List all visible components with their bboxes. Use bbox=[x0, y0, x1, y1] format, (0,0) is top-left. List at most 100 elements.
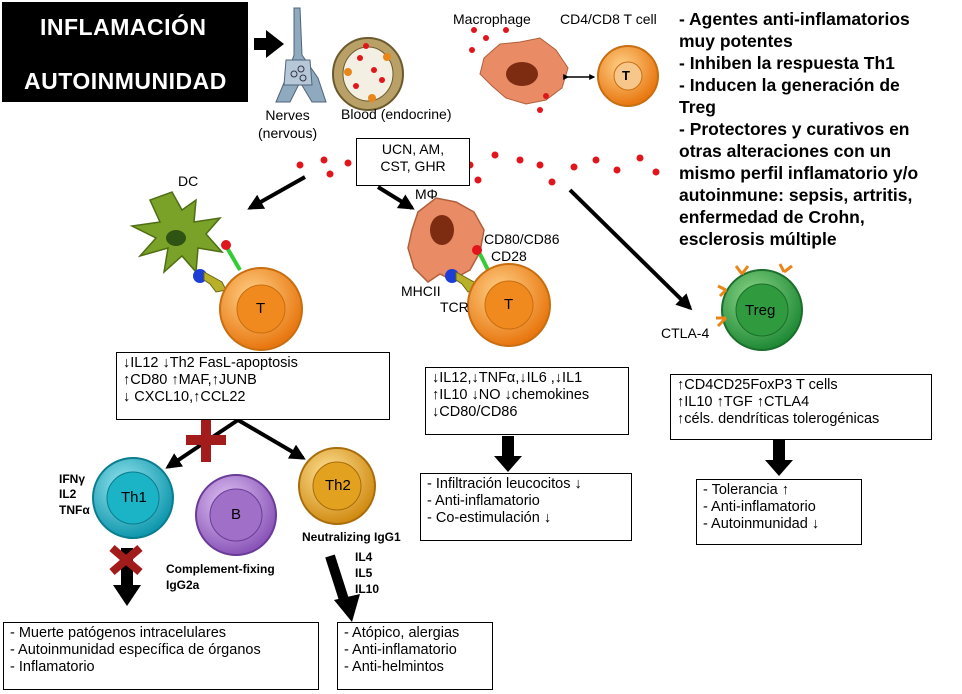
inhibition-cross bbox=[186, 420, 226, 462]
label-treg: Treg bbox=[745, 302, 776, 319]
arrow-mphi-down bbox=[494, 436, 522, 472]
right-summary-line: - Inducen la generación de bbox=[679, 75, 900, 95]
th2-cytokine: IL5 bbox=[355, 566, 373, 580]
right-summary-line: muy potentes bbox=[679, 31, 793, 51]
label-mphi: MΦ bbox=[415, 186, 438, 202]
right-summary-line: - Protectores y curativos en bbox=[679, 119, 910, 139]
t-cell-top-nucleus bbox=[613, 61, 643, 91]
nerve-icon bbox=[275, 7, 327, 103]
title-arrow bbox=[254, 30, 284, 58]
dc-synapse bbox=[193, 240, 242, 293]
mphi-outcome-line: - Infiltración leucocitos ↓ bbox=[427, 476, 582, 492]
label-cd4cd8: CD4/CD8 T cell bbox=[560, 11, 657, 27]
neuropeptide-line-1: UCN, AM, bbox=[381, 141, 445, 157]
right-summary-line: esclerosis múltiple bbox=[679, 229, 837, 249]
b-nucleus bbox=[209, 488, 263, 542]
th2-outcome-line: - Anti-helmintos bbox=[344, 659, 444, 675]
right-summary-line: autoinmune: sepsis, artritis, bbox=[679, 185, 913, 205]
arrow-th2-down-shaft bbox=[325, 554, 351, 608]
label-mhcii: MHCII bbox=[401, 283, 441, 299]
dc-effect-line: ↓ CXCL10,↑CCL22 bbox=[123, 389, 246, 405]
label-t-top: T bbox=[622, 68, 630, 83]
label-b: B bbox=[231, 506, 242, 523]
th1-cytokine: IFNγ bbox=[59, 472, 86, 486]
ctla4-receptors bbox=[716, 263, 793, 328]
mphi-outcome-line: - Anti-inflamatorio bbox=[427, 493, 540, 509]
mphi-effect-line: ↓CD80/CD86 bbox=[432, 404, 518, 420]
treg-effect-line: ↑céls. dendríticas tolerogénicas bbox=[677, 411, 880, 427]
t-cell-dc-nucleus bbox=[236, 284, 286, 334]
th2-outcome-line: - Atópico, alergias bbox=[344, 625, 460, 641]
right-summary-line: otras alteraciones con un bbox=[679, 141, 892, 161]
th1-outcome-line: - Autoinmunidad específica de órganos bbox=[10, 642, 261, 658]
title-line-1: INFLAMACIÓN bbox=[40, 14, 207, 40]
th1-outcome-line: - Muerte patógenos intracelulares bbox=[10, 625, 227, 641]
label-t-mphi: T bbox=[504, 296, 514, 313]
treg-effect-line: ↑IL10 ↑TGF ↑CTLA4 bbox=[677, 394, 810, 410]
complement-line: Complement-fixing bbox=[166, 562, 275, 576]
block-x-th1 bbox=[109, 544, 143, 576]
label-th1: Th1 bbox=[121, 489, 147, 506]
arrow-to-th2 bbox=[236, 418, 306, 460]
right-summary-line: mismo perfil inflamatorio y/o bbox=[679, 163, 919, 183]
mphi-effects-box: ↓IL12,↓TNFα,↓IL6 ,↓IL1 ↑IL10 ↓NO ↓chemok… bbox=[425, 367, 629, 435]
label-macrophage: Macrophage bbox=[453, 11, 531, 27]
neuropeptide-line-2: CST, GHR bbox=[380, 158, 446, 174]
treg-outcome-line: - Anti-inflamatorio bbox=[703, 499, 816, 515]
label-dc: DC bbox=[178, 173, 199, 189]
title-line-2: AUTOINMUNIDAD bbox=[24, 68, 227, 94]
label-ctla4: CTLA-4 bbox=[661, 325, 710, 341]
th1-cytokine: TNFα bbox=[59, 503, 90, 517]
neuropeptide-dots bbox=[296, 151, 660, 186]
th2-cytokine: IL10 bbox=[355, 582, 380, 596]
macrophage-top-icon bbox=[469, 27, 569, 113]
dc-effect-line: ↓IL12 ↓Th2 FasL-apoptosis bbox=[123, 355, 298, 371]
th1-outcome-line: - Inflamatorio bbox=[10, 659, 95, 675]
label-blood: Blood (endocrine) bbox=[341, 106, 452, 122]
treg-outcome-line: - Tolerancia ↑ bbox=[703, 482, 789, 498]
arrow-th2-down-head bbox=[334, 594, 360, 622]
treg-effect-line: ↑CD4CD25FoxP3 T cells bbox=[677, 377, 838, 393]
th1-outcomes-box: - Muerte patógenos intracelulares - Auto… bbox=[3, 622, 319, 690]
th1-cytokine: IL2 bbox=[59, 487, 77, 501]
treg-outcome-line: - Autoinmunidad ↓ bbox=[703, 516, 820, 532]
treg-nucleus bbox=[735, 283, 789, 337]
right-summary-line: - Inhiben la respuesta Th1 bbox=[679, 53, 895, 73]
right-summary-line: - Agentes anti-inflamatorios bbox=[679, 9, 910, 29]
blood-vessel-icon bbox=[332, 37, 404, 111]
t-cell-mphi-nucleus bbox=[484, 280, 534, 330]
th2-neutralizing: Neutralizing IgG1 bbox=[302, 530, 401, 544]
th2-outcome-line: - Anti-inflamatorio bbox=[344, 642, 457, 658]
label-th2: Th2 bbox=[325, 477, 351, 494]
label-t-dc: T bbox=[256, 300, 266, 317]
label-tcr: TCR bbox=[440, 299, 469, 315]
title-box: INFLAMACIÓN AUTOINMUNIDAD bbox=[2, 2, 248, 102]
mphi-effect-line: ↑IL10 ↓NO ↓chemokines bbox=[432, 387, 590, 403]
dc-effect-line: ↑CD80 ↑MAF,↑JUNB bbox=[123, 372, 257, 388]
neuropeptide-box: UCN, AM, CST, GHR bbox=[356, 138, 470, 186]
right-summary-line: Treg bbox=[679, 97, 716, 117]
arrow-treg-down bbox=[765, 440, 793, 476]
mphi-effect-line: ↓IL12,↓TNFα,↓IL6 ,↓IL1 bbox=[432, 370, 583, 386]
th2-outcomes-box: - Atópico, alergias - Anti-inflamatorio … bbox=[337, 622, 493, 690]
arrow-to-dc bbox=[247, 175, 306, 210]
treg-outcomes-box: - Tolerancia ↑ - Anti-inflamatorio - Aut… bbox=[696, 479, 862, 545]
right-summary-line: enfermedad de Crohn, bbox=[679, 207, 865, 227]
arrow-to-mphi bbox=[376, 185, 415, 210]
complement-line: IgG2a bbox=[166, 578, 200, 592]
mphi-outcomes-box: - Infiltración leucocitos ↓ - Anti-infla… bbox=[420, 473, 632, 541]
label-nerves: Nerves (nervous) bbox=[258, 107, 318, 141]
label-cd28: CD28 bbox=[491, 248, 527, 264]
th2-nucleus bbox=[312, 461, 362, 511]
arrow-to-treg bbox=[568, 188, 693, 311]
dendritic-cell-icon bbox=[129, 191, 224, 274]
mphi-outcome-line: - Co-estimulación ↓ bbox=[427, 510, 552, 526]
macrophage-mphi-icon bbox=[407, 197, 485, 283]
label-cd80: CD80/CD86 bbox=[484, 231, 560, 247]
th1-nucleus bbox=[106, 471, 160, 525]
treg-effects-box: ↑CD4CD25FoxP3 T cells ↑IL10 ↑TGF ↑CTLA4 … bbox=[670, 374, 932, 440]
dc-effects-box: ↓IL12 ↓Th2 FasL-apoptosis ↑CD80 ↑MAF,↑JU… bbox=[116, 352, 390, 420]
th2-cytokine: IL4 bbox=[355, 550, 373, 564]
right-summary: - Agentes anti-inflamatorios muy potente… bbox=[679, 8, 959, 250]
